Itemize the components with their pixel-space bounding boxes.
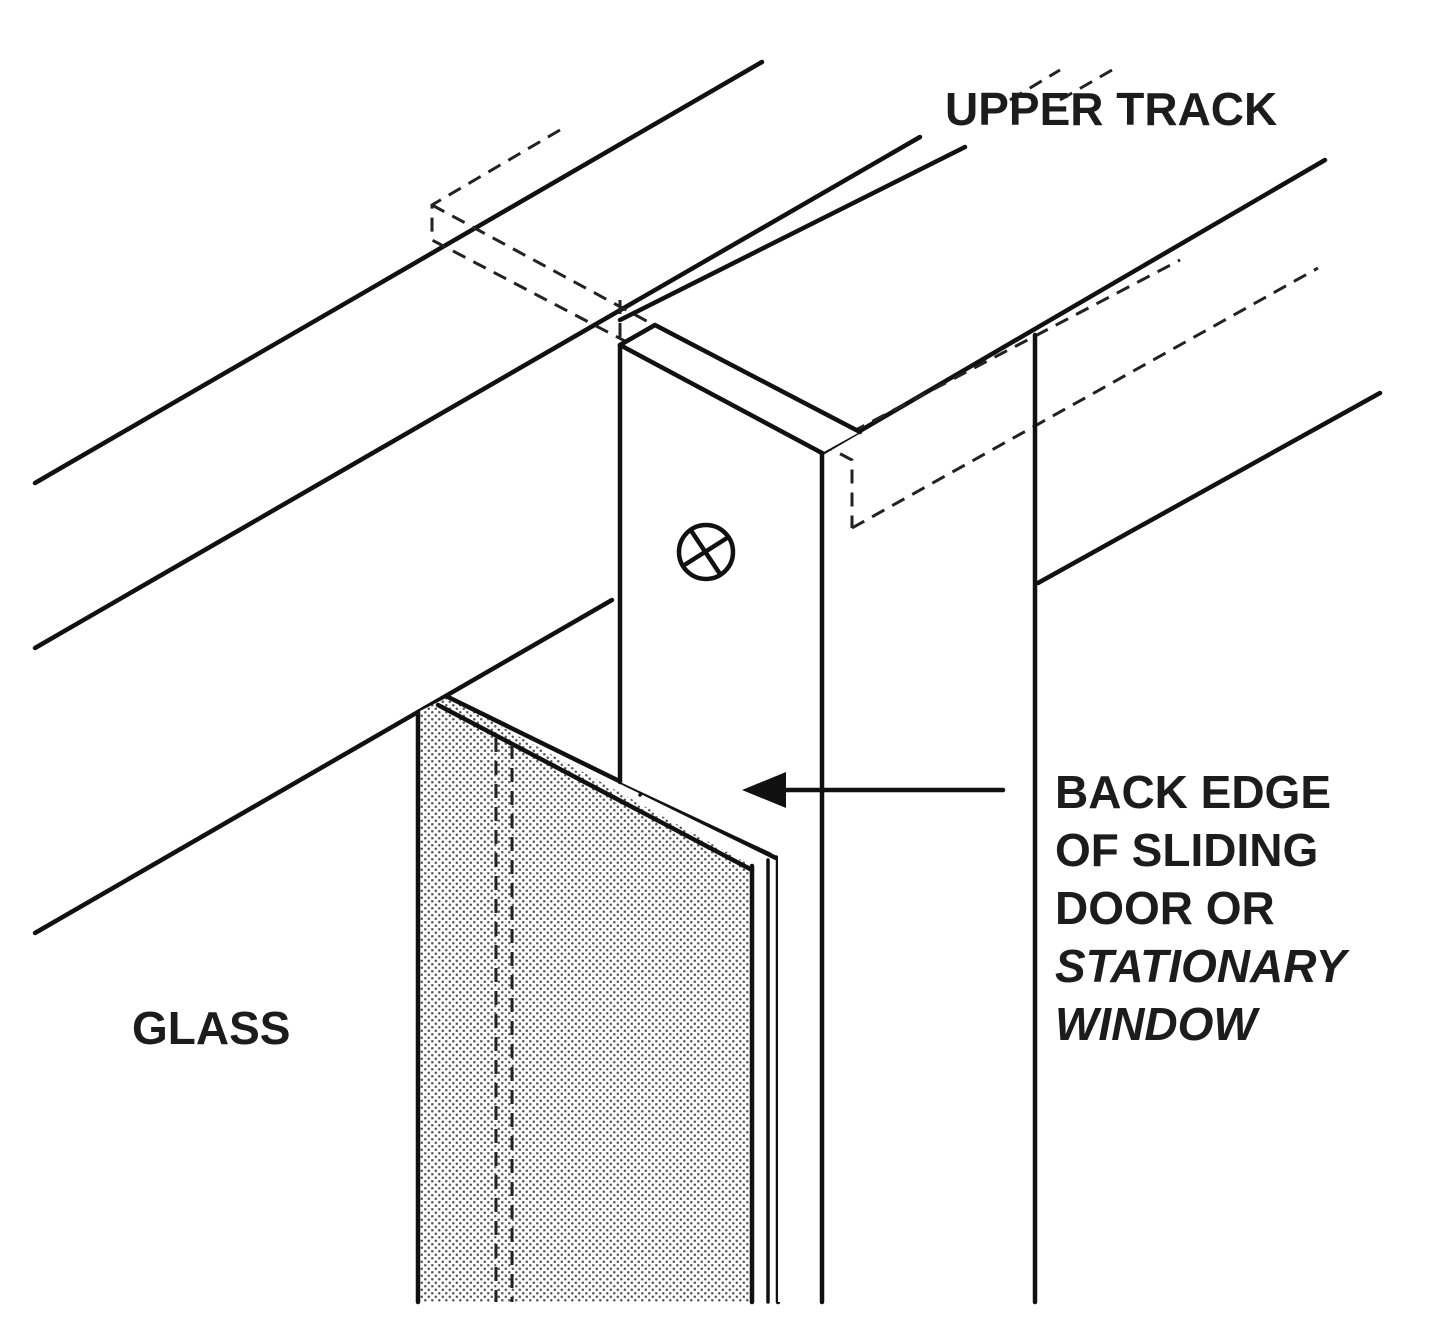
back-edge-line-2: OF SLIDING — [1055, 824, 1318, 876]
back-edge-line-1: BACK EDGE — [1055, 766, 1331, 818]
glass-panel — [415, 694, 781, 1305]
glass-top-edge — [445, 694, 779, 861]
upper-track-label: UPPER TRACK — [945, 83, 1277, 135]
track-rail-5 — [32, 597, 615, 936]
glass-face — [418, 697, 752, 1302]
bracket-right-lower — [851, 266, 1319, 530]
back-edge-line-3: DOOR OR — [1055, 882, 1275, 934]
post-top-left — [617, 322, 658, 348]
bracket-right-upper — [851, 258, 1181, 434]
back-edge-line-5: WINDOW — [1055, 998, 1260, 1050]
track-hidden-1 — [1009, 68, 1061, 102]
left-arrow-icon — [742, 772, 1006, 808]
track-rail-4 — [819, 157, 1328, 456]
vertical-post — [617, 322, 1038, 1305]
bracket-left-end — [430, 128, 854, 528]
back-edge-label: BACK EDGE OF SLIDING DOOR OR STATIONARY … — [1055, 766, 1351, 1050]
glass-label: GLASS — [132, 1002, 290, 1054]
post-top-back — [652, 322, 863, 435]
track-rail-3 — [617, 144, 968, 323]
track-rail-6 — [1035, 390, 1383, 586]
track-rail-2 — [32, 134, 923, 651]
back-edge-line-4: STATIONARY — [1055, 940, 1351, 992]
track-hidden-2 — [1059, 68, 1113, 102]
upper-track — [32, 59, 1383, 936]
post-top-face — [620, 325, 860, 453]
glass-top-edge-inner — [435, 702, 755, 873]
post-top-front — [617, 342, 825, 456]
post-front-face — [620, 345, 822, 1302]
track-rail-1 — [32, 59, 765, 486]
phillips-screw-icon — [676, 522, 736, 582]
